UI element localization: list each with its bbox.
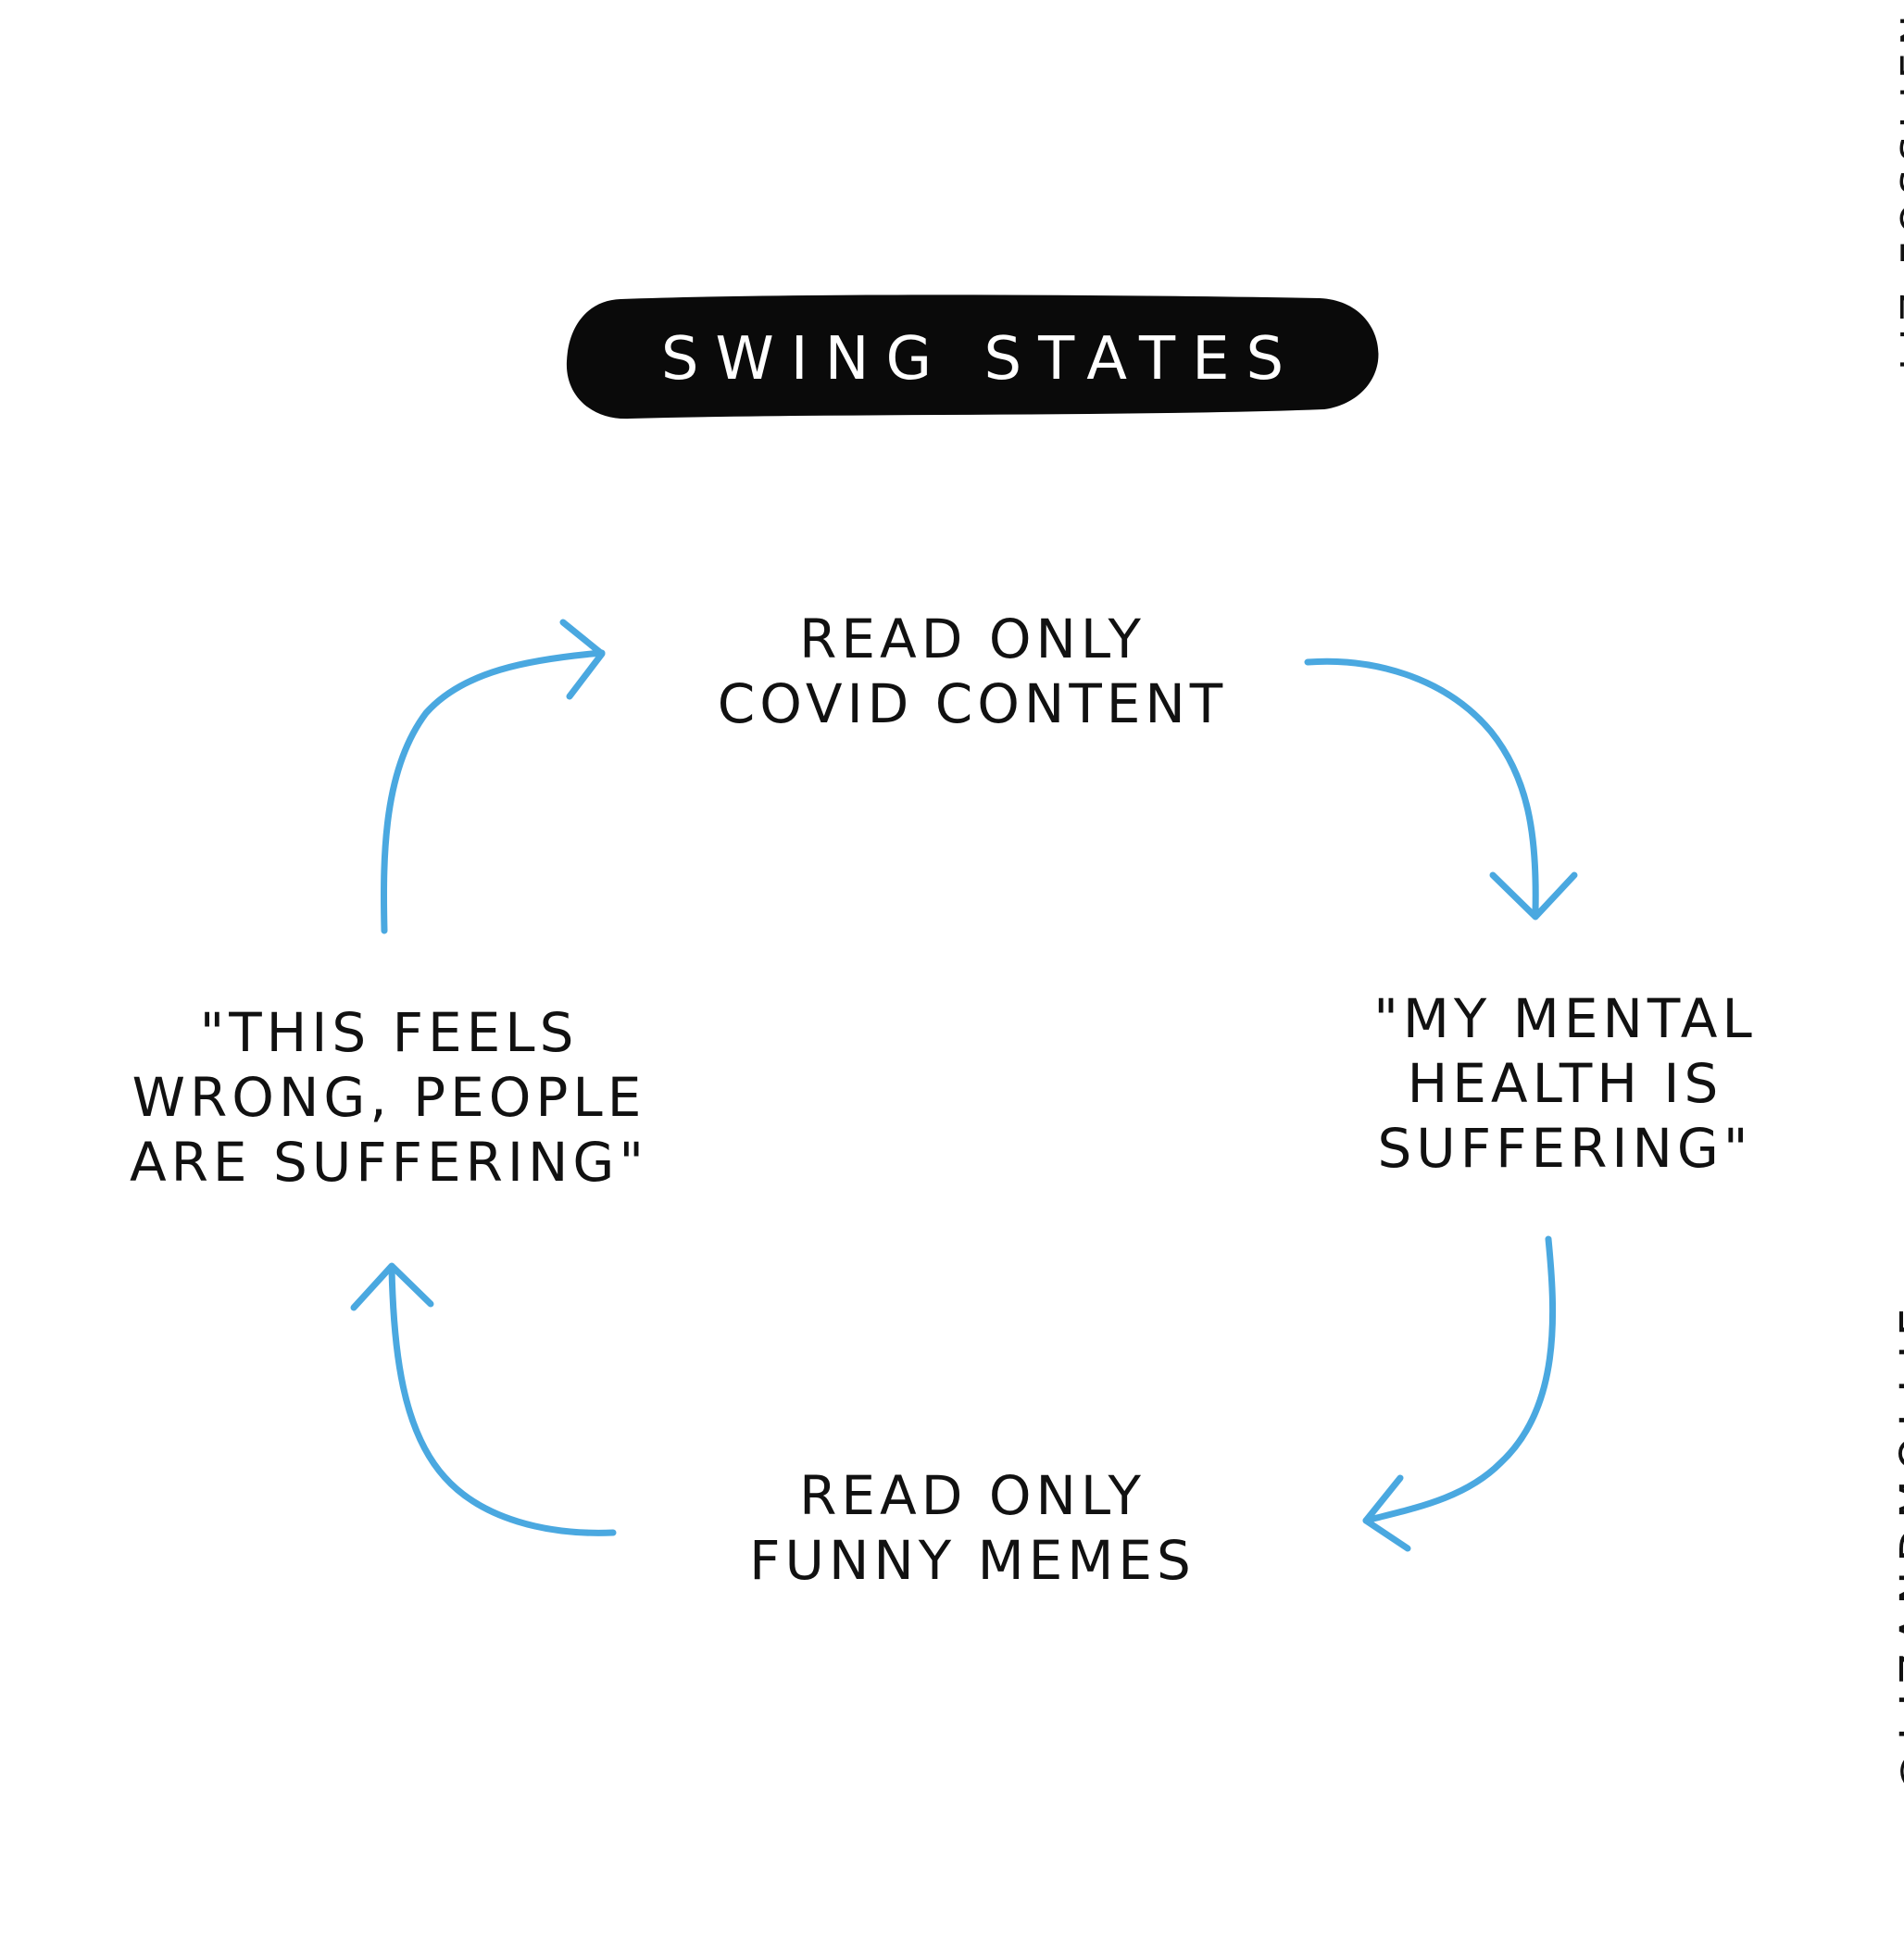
title-banner-shape (566, 294, 1379, 420)
cycle-node-top: READ ONLY COVID CONTENT (648, 607, 1296, 736)
arrow-right-to-bottom-icon (1362, 1235, 1557, 1524)
node-right-line-1: "MY MENTAL (1373, 987, 1757, 1050)
title-banner: SWING STATES (565, 294, 1380, 424)
node-left-line-3: ARE SUFFERING" (129, 1131, 649, 1194)
node-right-line-3: SUFFERING" (1377, 1117, 1753, 1180)
node-bottom-line-1: READ ONLY (799, 1464, 1146, 1527)
arrowhead-left-to-top-icon (559, 619, 606, 700)
node-left-line-2: WRONG, PEOPLE (132, 1066, 646, 1129)
social-handle: @LIZANDMOLLIE (1891, 1298, 1904, 1795)
arrow-top-to-right-icon (1304, 658, 1539, 916)
diagram-canvas: SWING STATES READ ONLY COVID CONTENT "MY… (74, 7, 1904, 1795)
node-bottom-line-2: FUNNY MEMES (749, 1529, 1196, 1592)
cycle-arrows (350, 619, 1578, 1552)
node-top-line-2: COVID CONTENT (717, 672, 1228, 735)
node-left-line-1: "THIS FEELS (199, 1001, 579, 1064)
cycle-node-right: "MY MENTAL HEALTH IS SUFFERING" (1306, 986, 1824, 1181)
page-title: SWING STATES (660, 325, 1301, 394)
arrowhead-bottom-to-left-icon (350, 1262, 434, 1311)
arrowhead-top-to-right-icon (1489, 871, 1578, 921)
arrow-left-to-top-icon (381, 649, 606, 934)
node-right-line-2: HEALTH IS (1407, 1052, 1723, 1115)
author-credit: LIZ FOSSLIEN (1893, 7, 1904, 370)
cycle-node-left: "THIS FEELS WRONG, PEOPLE ARE SUFFERING" (74, 1000, 704, 1195)
cycle-node-bottom: READ ONLY FUNNY MEMES (648, 1463, 1296, 1593)
arrowhead-right-to-bottom-icon (1362, 1474, 1411, 1552)
node-top-line-1: READ ONLY (799, 607, 1146, 670)
arrow-bottom-to-left-icon (388, 1265, 617, 1536)
